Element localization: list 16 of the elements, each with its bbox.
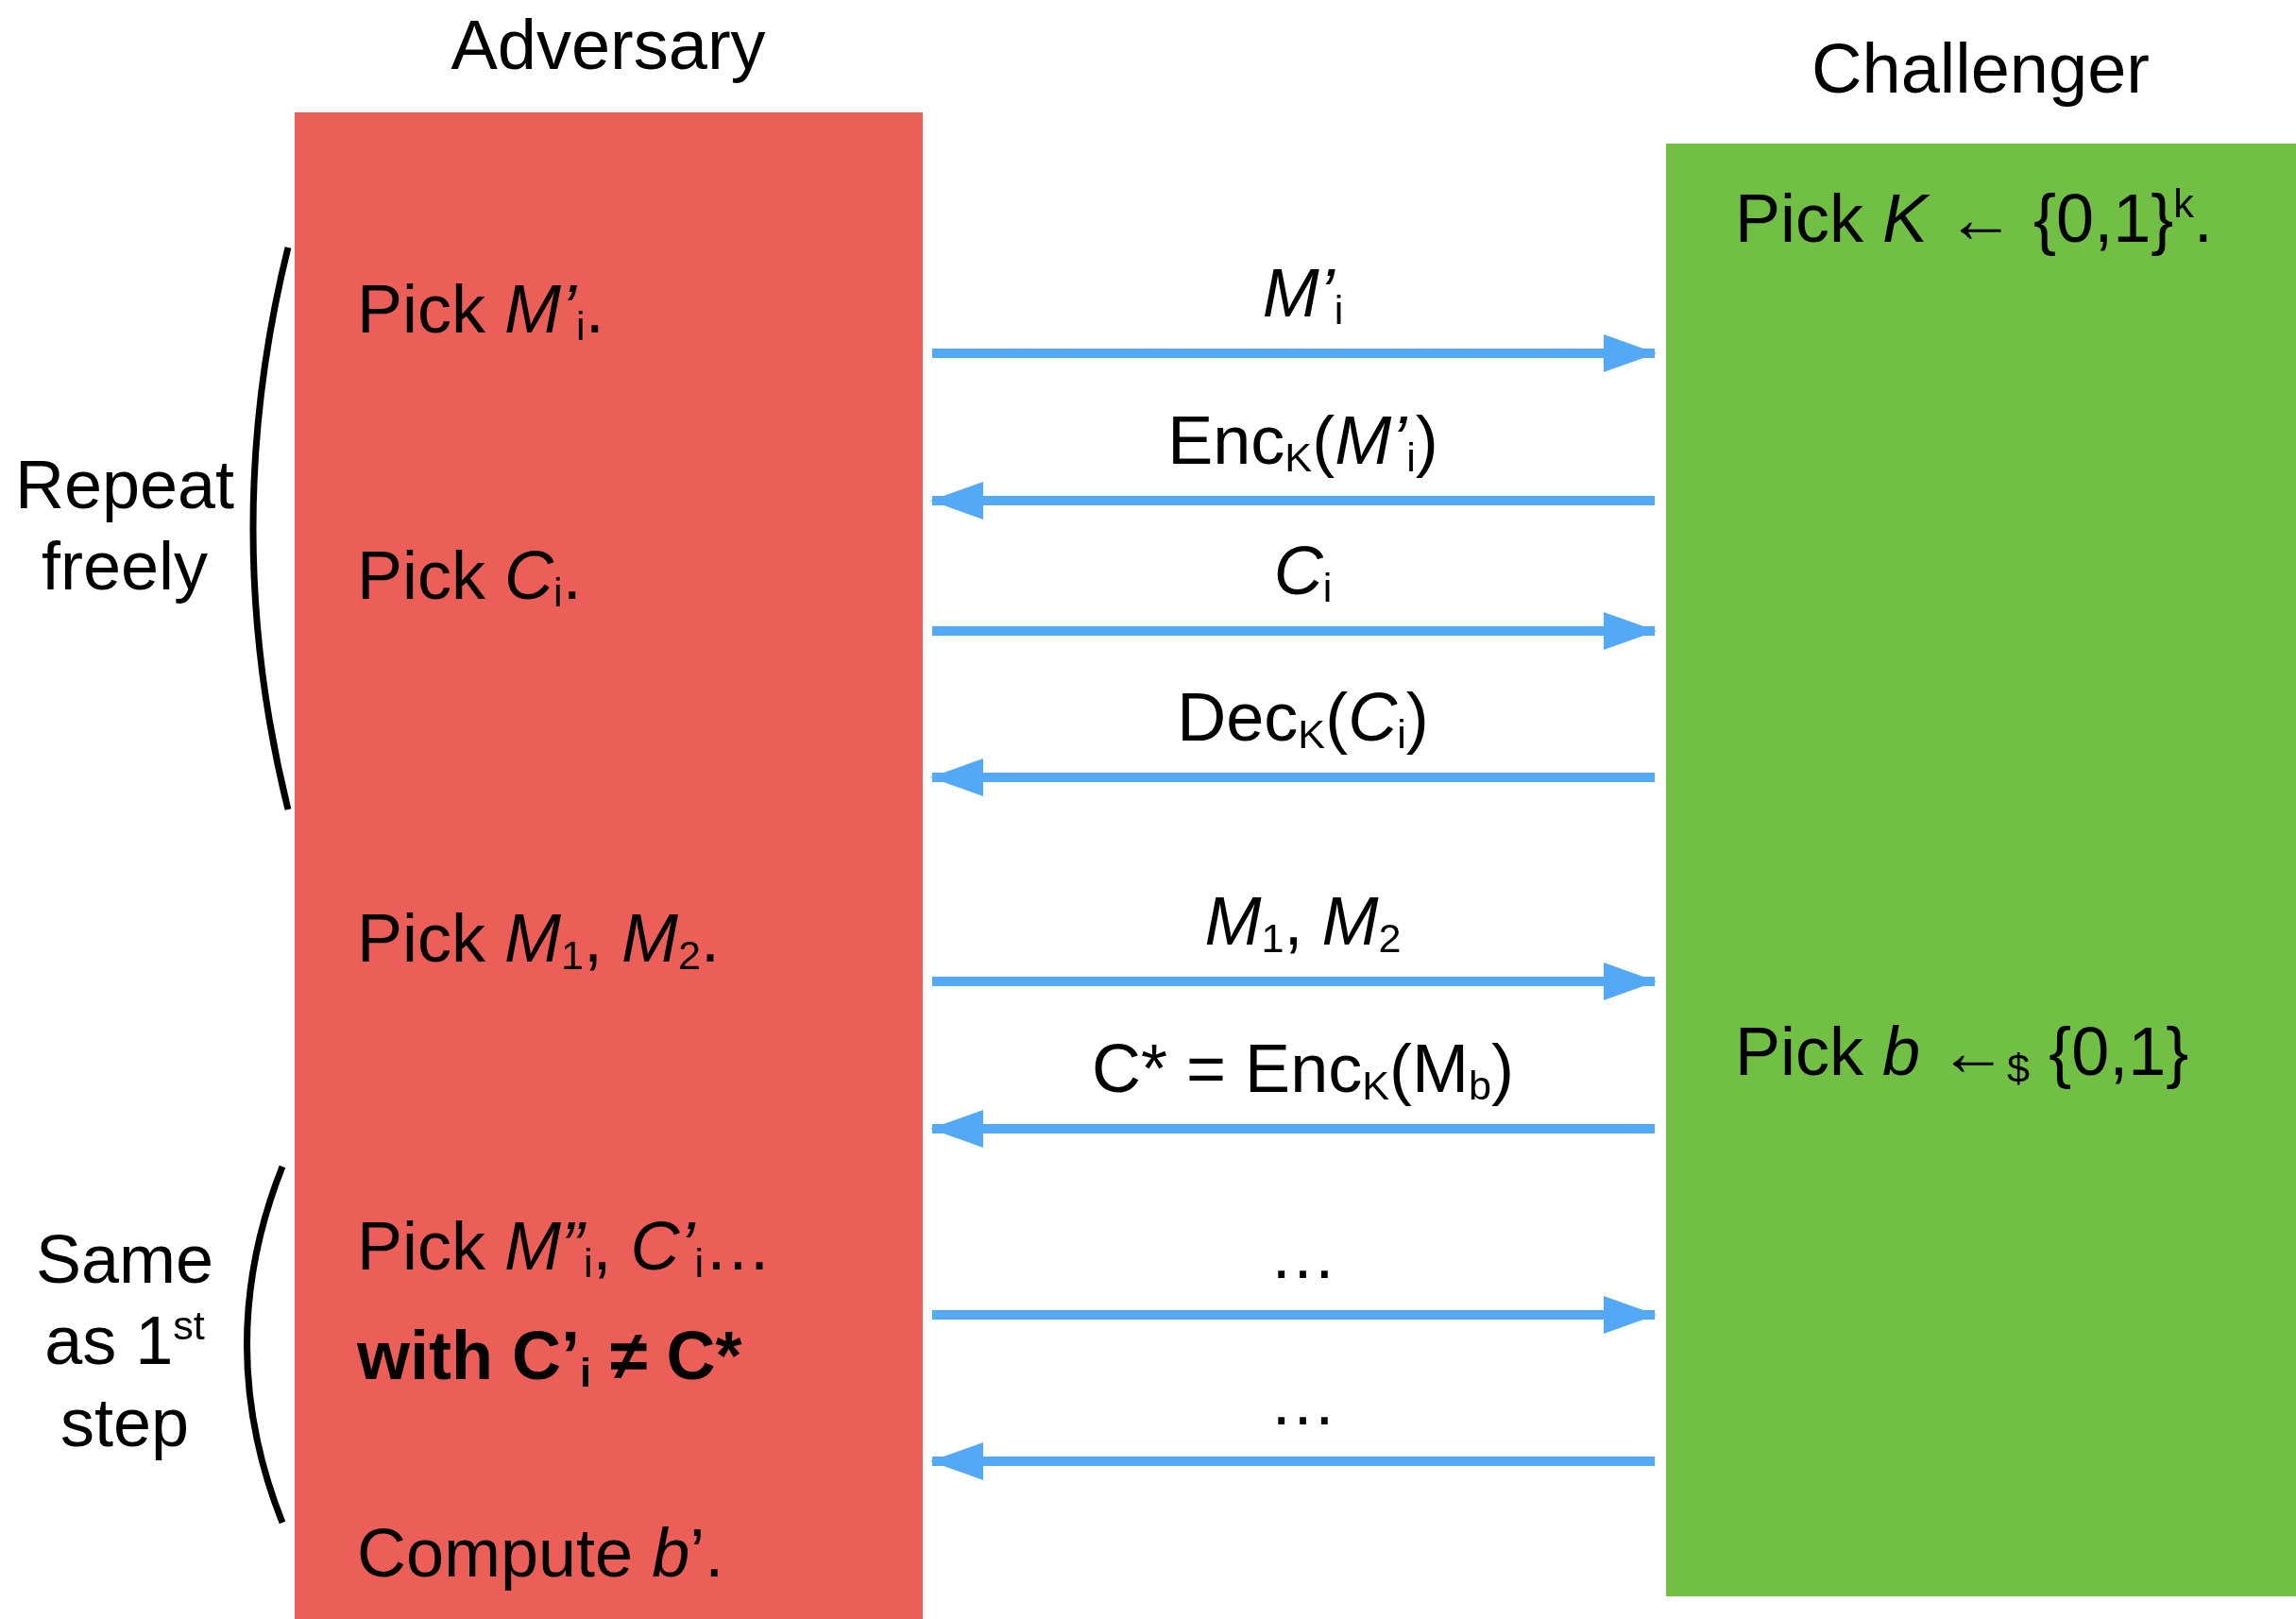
arrow [930, 758, 1655, 796]
side-note: Repeat freely [13, 446, 236, 606]
arrow [930, 1110, 1655, 1148]
side-note: Same as 1$^{st}$ step [34, 1220, 215, 1462]
step-text: Pick C$_{i}$. [357, 541, 582, 613]
arrow [932, 334, 1657, 372]
arrow [932, 612, 1657, 650]
step-text: Pick b ←$_{$}$ {0,1} [1735, 1017, 2189, 1089]
step-text: Pick M’$_{i}$. [357, 275, 604, 347]
arrow [932, 963, 1657, 1000]
step-text: with C’$_{i}$ ≠ C* [357, 1321, 742, 1393]
step-text: Pick M$_{1}$, M$_{2}$. [357, 904, 721, 976]
arrow [930, 1442, 1655, 1480]
arrow [932, 1296, 1657, 1334]
arrow [930, 482, 1655, 520]
step-text: Pick M”$_{i}$, C’$_{i}$… [357, 1212, 773, 1284]
